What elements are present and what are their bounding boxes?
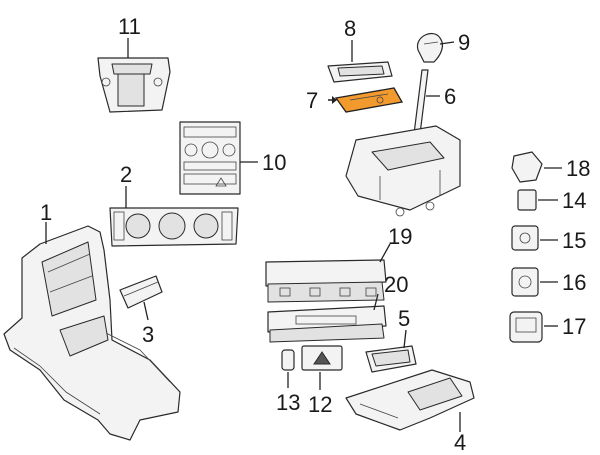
part-8-trim-frame[interactable] <box>327 61 393 83</box>
callout-13: 13 <box>276 390 300 415</box>
part-12-hazard-switch[interactable] <box>301 345 343 371</box>
part-1-center-console[interactable] <box>3 225 181 441</box>
part-20-switch-module[interactable] <box>267 305 387 343</box>
part-6-shifter-assembly[interactable] <box>345 69 461 217</box>
callout-1: 1 <box>40 200 52 225</box>
callout-10: 10 <box>262 150 286 175</box>
callout-17: 17 <box>562 314 586 339</box>
part-16-switch[interactable] <box>511 267 539 297</box>
callout-3: 3 <box>142 322 154 347</box>
callout-19: 19 <box>388 224 412 249</box>
part-18-clip[interactable] <box>511 151 543 183</box>
callout-5: 5 <box>398 306 410 331</box>
part-14-connector[interactable] <box>517 189 537 211</box>
part-9-shift-knob[interactable] <box>416 33 444 63</box>
arrowhead-7 <box>332 96 337 104</box>
leader-lines <box>45 38 562 432</box>
callout-12: 12 <box>308 392 332 417</box>
callout-11: 11 <box>118 14 141 39</box>
callout-9: 9 <box>458 30 470 55</box>
part-19-switch-module[interactable] <box>265 259 387 303</box>
callout-16: 16 <box>562 270 586 295</box>
callout-20: 20 <box>384 272 408 297</box>
callout-15: 15 <box>562 228 586 253</box>
part-7-highlighted-plate[interactable] <box>334 87 404 113</box>
callout-18: 18 <box>566 156 590 181</box>
callout-8: 8 <box>344 16 356 41</box>
callout-7: 7 <box>306 88 318 113</box>
callout-14: 14 <box>562 188 586 213</box>
callout-2: 2 <box>120 162 132 187</box>
part-3-lid[interactable] <box>119 275 163 309</box>
part-10-control-panel[interactable] <box>179 121 241 195</box>
part-5-storage-bin[interactable] <box>365 345 417 373</box>
part-4-console-tray[interactable] <box>345 369 475 431</box>
callout-6: 6 <box>444 84 456 109</box>
callout-4: 4 <box>454 430 466 455</box>
part-2-climate-control[interactable] <box>109 207 239 247</box>
part-15-switch[interactable] <box>511 225 539 251</box>
part-17-switch[interactable] <box>509 311 543 343</box>
part-11-upper-bezel[interactable] <box>97 57 171 113</box>
part-13-switch[interactable] <box>281 349 295 371</box>
